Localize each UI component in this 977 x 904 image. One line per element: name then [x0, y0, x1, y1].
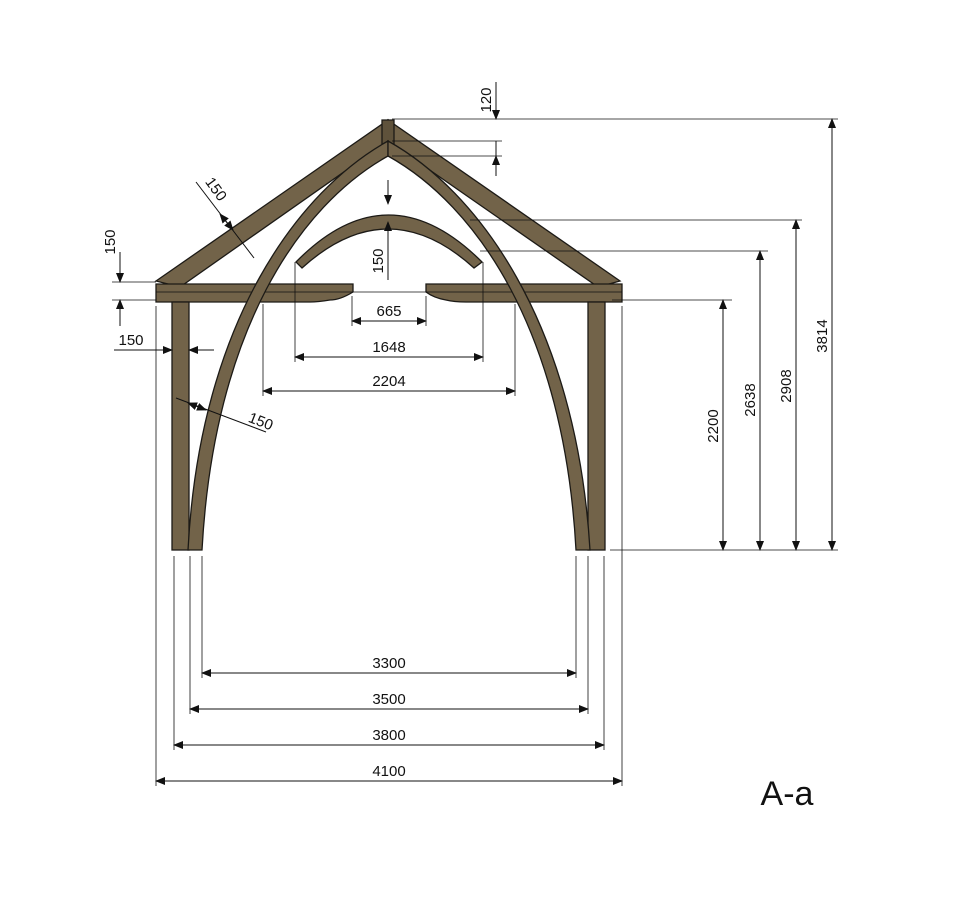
- drawing-title: A-a: [761, 775, 814, 813]
- label-1648: 1648: [372, 339, 405, 356]
- right-arch-brace: [387, 139, 591, 551]
- label-3300: 3300: [372, 655, 405, 672]
- label-150-rafter: 150: [201, 174, 229, 204]
- label-150-post: 150: [118, 332, 143, 349]
- dimension-labels: 3300 3500 3800 4100 665 1648 2204 2200 2…: [102, 87, 831, 813]
- label-150-brace: 150: [246, 409, 275, 434]
- timber-frame: [154, 118, 623, 551]
- label-4100: 4100: [372, 763, 405, 780]
- label-150-crown: 150: [370, 248, 387, 273]
- crown-arch: [295, 214, 483, 269]
- label-2200: 2200: [705, 409, 722, 442]
- label-2638: 2638: [742, 383, 759, 416]
- label-3814: 3814: [814, 319, 831, 352]
- label-3500: 3500: [372, 691, 405, 708]
- left-post: [171, 301, 190, 551]
- label-2204: 2204: [372, 373, 405, 390]
- label-150-tie: 150: [102, 229, 119, 254]
- label-120: 120: [478, 87, 495, 112]
- dimension-lines: [114, 82, 836, 785]
- label-2908: 2908: [778, 369, 795, 402]
- label-665: 665: [376, 303, 401, 320]
- label-3800: 3800: [372, 727, 405, 744]
- left-arch-brace: [187, 139, 389, 551]
- right-post: [587, 301, 606, 551]
